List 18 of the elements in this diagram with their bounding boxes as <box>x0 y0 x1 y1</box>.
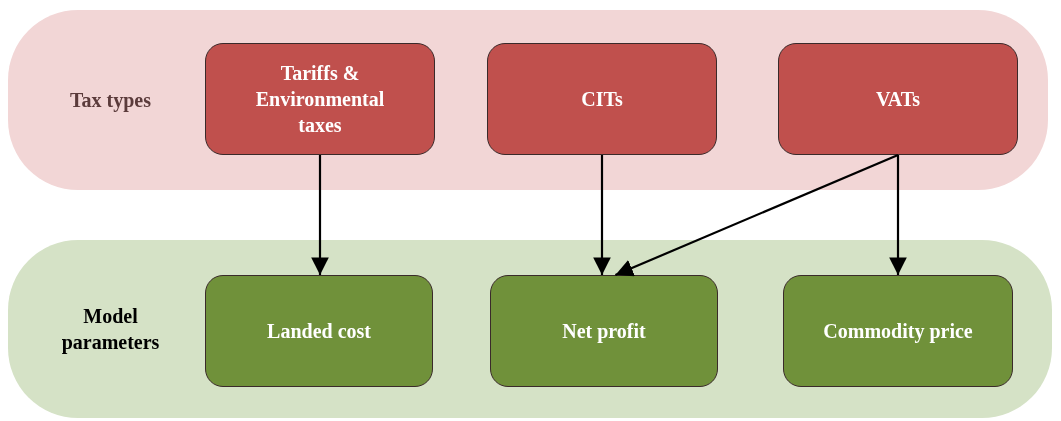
arrow <box>614 154 899 277</box>
box-label: Net profit <box>561 319 647 344</box>
band-label: Tax types <box>69 88 152 113</box>
tax-type-box <box>205 43 435 155</box>
arrow <box>593 155 611 275</box>
box-label: Commodity price <box>822 319 974 344</box>
arrow <box>889 155 907 275</box>
box-label: VATs <box>874 87 922 112</box>
arrow <box>311 155 329 275</box>
box-label: Tariffs & Environmental taxes <box>254 61 386 138</box>
parameter-box <box>490 275 718 387</box>
parameter-box <box>205 275 433 387</box>
box-label: Landed cost <box>266 319 372 344</box>
parameter-box <box>783 275 1013 387</box>
tax-type-box <box>487 43 717 155</box>
tax-type-box <box>778 43 1018 155</box>
box-label: CITs <box>580 87 624 112</box>
band-label: Model parameters <box>60 304 161 355</box>
